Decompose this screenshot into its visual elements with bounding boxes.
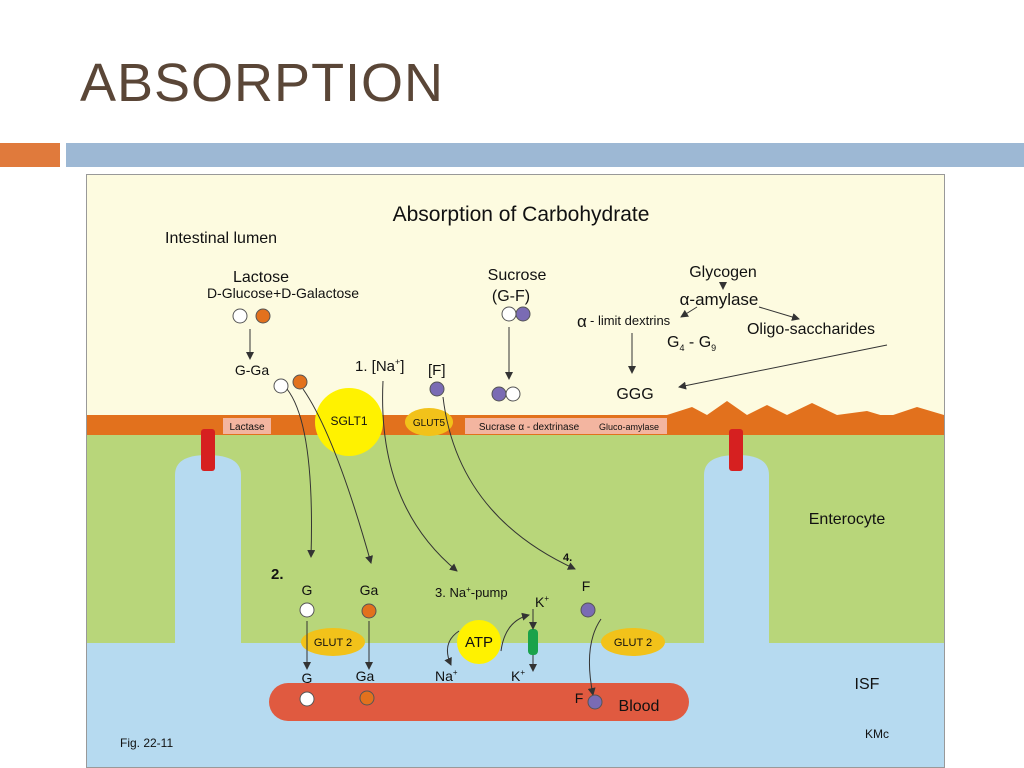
step4-label: 4. (563, 552, 572, 564)
step3-label: 3. Na+-pump (435, 585, 508, 600)
sodium-exit-arrow (444, 630, 460, 666)
slide-title: ABSORPTION (80, 53, 445, 113)
figure-reference: Fig. 22-11 (120, 736, 173, 750)
g4-g9-label: G4 - G9 (667, 334, 716, 353)
f-bracket-label: [F] (428, 362, 446, 379)
glucose-cell-label: G (302, 582, 313, 598)
carbohydrate-absorption-figure: Lactase Sucrase α - dextrinase Gluco-amy… (86, 174, 945, 768)
title-underline-bar (66, 143, 1024, 167)
g-f-label: (G-F) (492, 288, 530, 305)
oligo-to-ggg-arrow (678, 344, 888, 390)
sglt1-label: SGLT1 (330, 414, 367, 428)
glucose-cell-molecule (299, 602, 315, 618)
sucrose-glucose-molecule (501, 306, 517, 322)
microvilli-right (667, 401, 944, 420)
na-plus-isf-label: Na+ (435, 668, 458, 684)
title-accent-bar (0, 143, 60, 167)
potassium-channel (528, 629, 538, 655)
k-plus-isf-label: K+ (511, 668, 525, 684)
glut5-label: GLUT5 (413, 418, 446, 429)
tight-junction-left (201, 429, 215, 471)
galactose-blood-molecule (359, 690, 375, 706)
enterocyte-label: Enterocyte (809, 511, 886, 528)
ggg-label: GGG (616, 386, 653, 403)
lactase-label: Lactase (229, 422, 264, 433)
fructose-cell-molecule (580, 602, 596, 618)
glut2-left-label: GLUT 2 (314, 637, 352, 649)
lactase-enzyme (223, 418, 271, 434)
fructose-lumen-molecule (429, 381, 445, 397)
galactose-cell-molecule (361, 603, 377, 619)
glut2-left-transporter (301, 628, 365, 656)
glycogen-label: Glycogen (689, 264, 757, 281)
g-ga-galactose-molecule (292, 374, 308, 390)
blood-vessel (269, 683, 689, 721)
g-ga-label: G-Ga (235, 362, 269, 378)
lactose-glucose-molecule (232, 308, 248, 324)
galactose-transport-curve (302, 388, 373, 564)
blood-label: Blood (619, 698, 660, 715)
intestinal-lumen-label: Intestinal lumen (165, 230, 277, 247)
glucose-blood-molecule (299, 691, 315, 707)
oligo-saccharides-label: Oligo-saccharides (747, 321, 875, 338)
sucrase-dextrinase-label: Sucrase α - dextrinase (479, 422, 580, 433)
glut5-transporter (405, 408, 453, 436)
sucrase-dextrinase-enzyme (465, 418, 667, 434)
credit-label: KMc (865, 727, 889, 741)
isf-label: ISF (855, 676, 880, 693)
fructose-blood-molecule (587, 694, 603, 710)
amylase-to-oligo-arrow (758, 306, 800, 321)
atp-label: ATP (465, 634, 493, 651)
tight-junction-right (729, 429, 743, 471)
lactose-label: Lactose (233, 269, 289, 286)
glucose-transport-curve (286, 388, 316, 558)
limit-dextrins-label: - limit dextrins (590, 313, 671, 328)
d-glucose-galactose-label: D-Glucose+D-Galactose (207, 285, 359, 301)
sucrose-product-fructose-molecule (491, 386, 507, 402)
potassium-entry-arrow (500, 612, 530, 652)
intestinal-lumen-region (87, 175, 944, 420)
galactose-isf-label: Ga (356, 668, 375, 684)
step1-label: 1. [Na+] (355, 357, 404, 375)
sucrose-product-glucose-molecule (505, 386, 521, 402)
lactose-galactose-molecule (255, 308, 271, 324)
amylase-to-dextrins-arrow (680, 306, 698, 318)
intercellular-space-right (704, 455, 769, 643)
galactose-cell-label: Ga (360, 582, 379, 598)
fructose-blood-label: F (575, 690, 584, 706)
intercellular-space-left (175, 455, 241, 643)
step2-label: 2. (271, 566, 284, 583)
alpha-symbol: α (577, 312, 587, 331)
atp-pump (457, 620, 501, 664)
sodium-transport-curve (382, 380, 458, 572)
sglt1-transporter (315, 388, 383, 456)
fructose-exit-arrow (587, 618, 602, 696)
g-ga-glucose-molecule (273, 378, 289, 394)
gluco-amylase-label: Gluco-amylase (599, 422, 659, 432)
glucose-isf-label: G (302, 670, 313, 686)
sucrose-label: Sucrose (488, 267, 547, 284)
k-plus-cell-label: K+ (535, 594, 549, 610)
glut2-right-transporter (601, 628, 665, 656)
glut2-right-label: GLUT 2 (614, 637, 652, 649)
fructose-cell-label: F (582, 578, 591, 594)
alpha-amylase-label: α-amylase (680, 290, 759, 309)
fructose-transport-curve (442, 396, 576, 570)
figure-title: Absorption of Carbohydrate (393, 203, 650, 226)
sucrose-fructose-molecule (515, 306, 531, 322)
